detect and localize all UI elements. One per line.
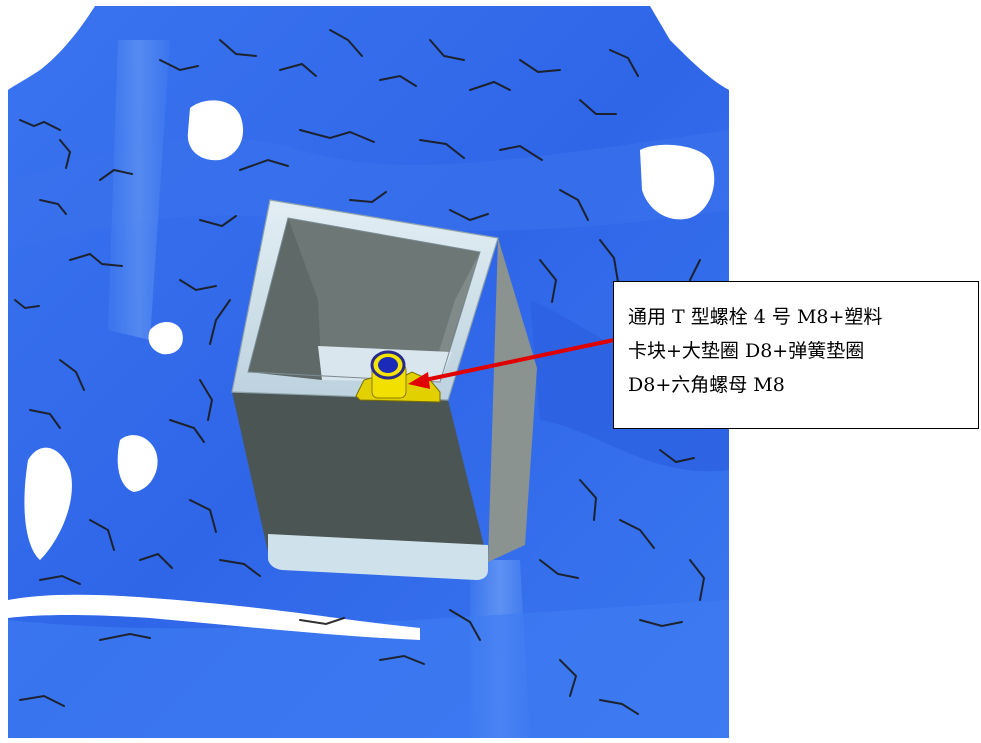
callout-line-2: 卡块+大垫圈 D8+弹簧垫圈 [628, 340, 865, 362]
leader-arrow [408, 338, 615, 389]
channel-box [231, 199, 537, 580]
void-patch [148, 321, 183, 355]
void-patch [640, 144, 715, 220]
void-patch [8, 594, 420, 640]
callout-line-1: 通用 T 型螺栓 4 号 M8+塑料 [628, 306, 883, 328]
void-patch [117, 435, 158, 492]
void-patch [24, 447, 72, 560]
crack-lines [14, 29, 706, 715]
callout-line-3: D8+六角螺母 M8 [628, 374, 785, 396]
part-callout-label: 通用 T 型螺栓 4 号 M8+塑料 卡块+大垫圈 D8+弹簧垫圈 D8+六角螺… [613, 281, 979, 429]
void-patch [187, 100, 244, 161]
terrain-surface [8, 6, 729, 738]
void-patch [650, 6, 729, 90]
void-patch [8, 6, 95, 90]
